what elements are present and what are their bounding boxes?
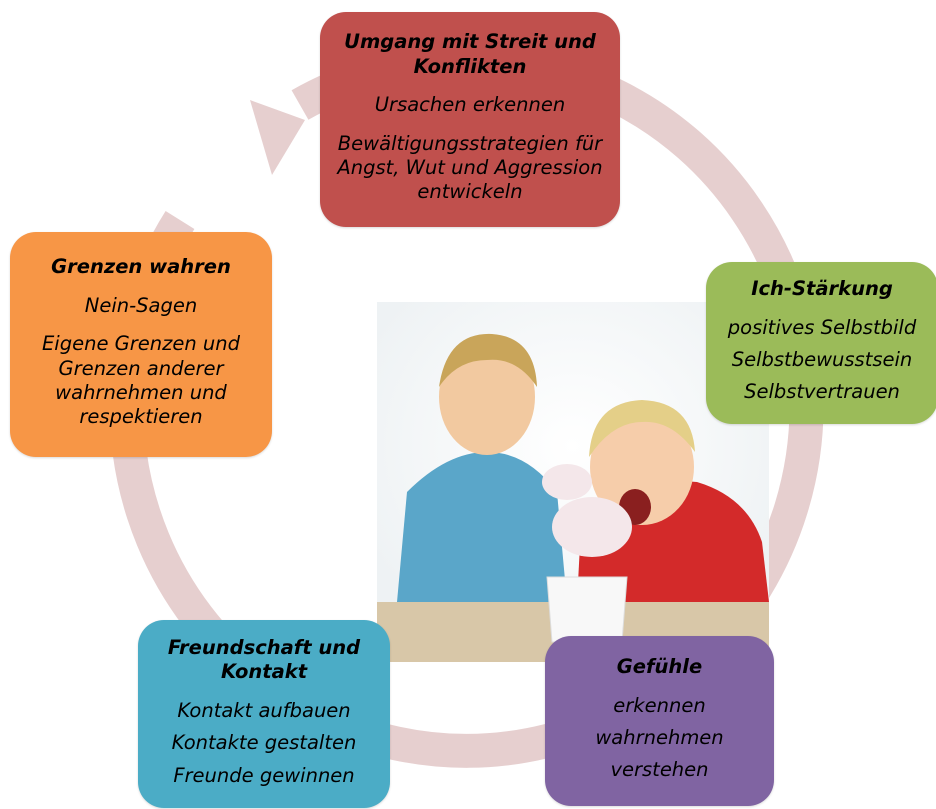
box-ich-staerkung: Ich-Stärkung positives Selbstbild Selbst…	[706, 262, 936, 424]
cycle-arrowhead	[250, 100, 305, 175]
feelings-title: Gefühle	[616, 655, 703, 679]
friends-title: Freundschaft und Kontakt	[167, 636, 361, 684]
feelings-item-3: verstehen	[610, 758, 709, 782]
box-streit-konflikte: Umgang mit Streit und Konflikten Ursache…	[320, 12, 620, 227]
limits-item-2: Eigene Grenzen und Grenzen anderer wahrn…	[41, 332, 241, 429]
feelings-item-1: erkennen	[613, 693, 706, 717]
friends-item-3: Freunde gewinnen	[173, 763, 355, 787]
self-item-1: positives Selbstbild	[727, 315, 917, 339]
boy-left-shirt	[397, 452, 567, 602]
boy-right-hair	[589, 400, 695, 457]
self-item-2: Selbstbewusstsein	[731, 348, 913, 371]
self-title: Ich-Stärkung	[751, 277, 893, 301]
box-grenzen-wahren: Grenzen wahren Nein-Sagen Eigene Grenzen…	[10, 232, 272, 457]
limits-item-1: Nein-Sagen	[84, 293, 198, 317]
self-item-3: Selbstvertrauen	[744, 380, 900, 404]
conflicts-title: Umgang mit Streit und Konflikten	[344, 30, 596, 78]
boy-right-face	[590, 409, 694, 525]
ice-cream-bucket	[546, 576, 628, 643]
conflicts-item-2: Bewältigungsstrategien für Angst, Wut un…	[337, 131, 603, 204]
ice-cream-top	[542, 464, 592, 500]
box-freundschaft-kontakt: Freundschaft und Kontakt Kontakt aufbaue…	[138, 620, 390, 808]
limits-title: Grenzen wahren	[51, 255, 231, 279]
feelings-item-2: wahrnehmen	[595, 726, 724, 749]
conflicts-item-1: Ursachen erkennen	[374, 93, 566, 117]
boy-left-hair	[439, 333, 537, 387]
children-photo	[377, 302, 769, 662]
box-gefuehle: Gefühle erkennen wahrnehmen verstehen	[545, 636, 774, 806]
friends-item-1: Kontakt aufbauen	[177, 698, 351, 722]
friends-item-2: Kontakte gestalten	[171, 731, 357, 755]
ice-cream	[552, 497, 632, 557]
boy-left-face	[439, 339, 535, 455]
